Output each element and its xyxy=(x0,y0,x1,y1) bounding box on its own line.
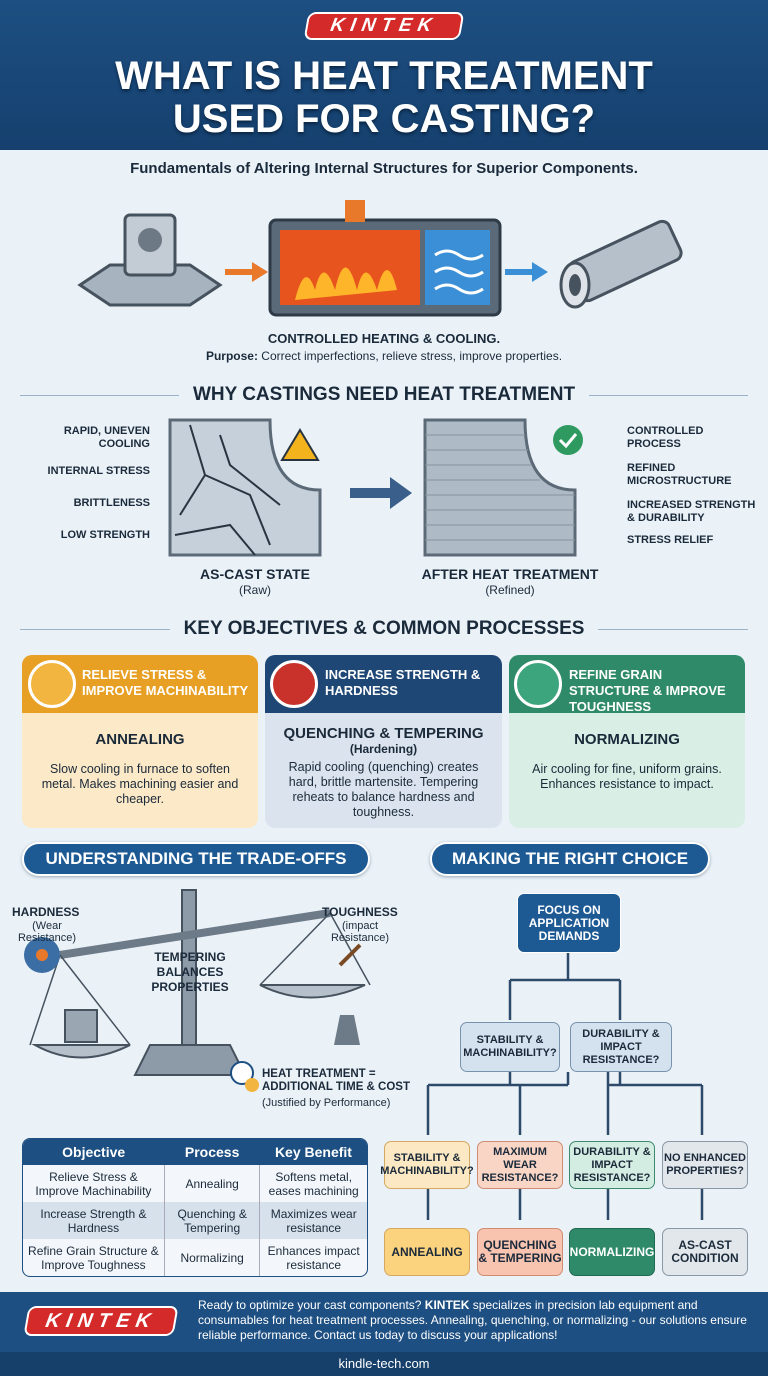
objectives-heading-text: KEY OBJECTIVES & COMMON PROCESSES xyxy=(169,618,599,639)
flow-result-normalizing: NORMALIZING xyxy=(569,1228,655,1276)
flow-result-as-cast: AS-CAST CONDITION xyxy=(662,1228,748,1276)
flow-question-none: NO ENHANCED PROPERTIES? xyxy=(662,1141,748,1189)
card-description: Air cooling for fine, uniform grains. En… xyxy=(532,762,722,791)
cost-label: HEAT TREATMENT = ADDITIONAL TIME & COST xyxy=(262,1068,411,1093)
as-cast-sub: (Raw) xyxy=(239,583,271,597)
flowchart-connectors xyxy=(426,952,704,1220)
toughness-sub: (impact Resistance) xyxy=(330,920,390,944)
stress-spring-icon xyxy=(28,660,76,708)
warning-icon xyxy=(280,428,320,461)
table-cell: Relieve Stress & Improve Machinability xyxy=(35,1169,152,1198)
arrow-icon xyxy=(390,477,412,509)
card-process-name: NORMALIZING xyxy=(574,731,680,748)
card-process-name: QUENCHING & TEMPERING xyxy=(283,725,484,742)
microstructure-illustration xyxy=(168,418,583,557)
card-normalizing: REFINE GRAIN STRUCTURE & IMPROVE TOUGHNE… xyxy=(509,655,745,828)
table-row: Refine Grain Structure & Improve Toughne… xyxy=(23,1239,367,1276)
purpose-label: Purpose: xyxy=(205,349,258,363)
label-refined-microstructure: REFINED MICROSTRUCTURE xyxy=(627,462,732,487)
coin-icon xyxy=(245,1078,259,1092)
label-low-strength: LOW STRENGTH xyxy=(60,529,150,541)
objectives-heading: KEY OBJECTIVES & COMMON PROCESSES xyxy=(0,618,768,640)
weight-icon xyxy=(334,1015,360,1045)
table-header: Objective xyxy=(23,1139,165,1165)
footer-text-1: Ready to optimize your cast components? xyxy=(198,1298,425,1312)
flow-node-durability: DURABILITY & IMPACT RESISTANCE? xyxy=(570,1022,672,1072)
tempering-label: TEMPERING BALANCES PROPERTIES xyxy=(151,950,229,994)
as-cast-block xyxy=(168,418,322,557)
table-cell: Softens metal, eases machining xyxy=(259,1165,367,1202)
flow-question-stability: STABILITY & MACHINABILITY? xyxy=(380,1141,474,1189)
footer-brand: KINTEK xyxy=(424,1298,470,1312)
footer-text-2: specializes in precision lab equipment a… xyxy=(198,1298,747,1342)
as-cast-labels: RAPID, UNEVEN COOLING INTERNAL STRESS BR… xyxy=(30,425,150,542)
why-heading: WHY CASTINGS NEED HEAT TREATMENT xyxy=(0,384,768,406)
label-internal-stress: INTERNAL STRESS xyxy=(47,465,150,477)
label-increased-strength: INCREASED STRENGTH & DURABILITY xyxy=(627,499,756,524)
after-sub: (Refined) xyxy=(485,583,535,597)
casting-part-icon xyxy=(77,213,223,307)
why-heading-text: WHY CASTINGS NEED HEAT TREATMENT xyxy=(178,384,590,405)
flow-node-stability: STABILITY & MACHINABILITY? xyxy=(460,1022,560,1072)
footer-url-link[interactable]: kindle-tech.com xyxy=(0,1352,768,1376)
as-cast-caption: AS-CAST STATE xyxy=(200,566,310,582)
flow-result-annealing: ANNEALING xyxy=(384,1228,470,1276)
pipe-icon xyxy=(559,219,683,309)
page-title-line-2: USED FOR CASTING? xyxy=(172,97,596,141)
table-cell: Annealing xyxy=(163,1165,260,1202)
table-header: Process xyxy=(164,1139,260,1165)
table-header: Key Benefit xyxy=(259,1139,367,1165)
clock-icon xyxy=(230,1061,254,1085)
kintek-logo: KINTEK xyxy=(303,12,465,40)
table-cell: Normalizing xyxy=(163,1239,260,1276)
table-cell: Refine Grain Structure & Improve Toughne… xyxy=(28,1243,159,1272)
cost-sub: (Justified by Performance) xyxy=(262,1097,391,1109)
footer-text: Ready to optimize your cast components? … xyxy=(198,1298,758,1343)
subtitle: Fundamentals of Altering Internal Struct… xyxy=(130,160,638,177)
label-controlled-process: CONTROLLED PROCESS xyxy=(627,425,704,450)
balance-scale-illustration xyxy=(24,889,371,1092)
checkmark-icon xyxy=(553,425,583,455)
hardness-sub: (Wear Resistance) xyxy=(17,920,77,944)
process-purpose: Purpose: Correct imperfections, relieve … xyxy=(0,349,768,363)
label-rapid-cooling: RAPID, UNEVEN COOLING xyxy=(63,425,150,450)
process-illustration xyxy=(77,200,683,317)
flow-question-durability: DURABILITY & IMPACT RESISTANCE? xyxy=(569,1141,655,1189)
flow-question-wear: MAXIMUM WEAR RESISTANCE? xyxy=(477,1141,563,1189)
hardness-label: HARDNESS xyxy=(12,905,80,919)
card-description: Slow cooling in furnace to soften metal.… xyxy=(41,762,239,806)
label-stress-relief: STRESS RELIEF xyxy=(627,534,714,546)
flow-result-quenching: QUENCHING & TEMPERING xyxy=(477,1228,563,1276)
tradeoffs-heading: UNDERSTANDING THE TRADE-OFFS xyxy=(22,842,370,876)
hammer-wrench-icon xyxy=(270,660,318,708)
page-title-line-1: WHAT IS HEAT TREATMENT xyxy=(115,54,653,98)
furnace-icon xyxy=(268,200,502,317)
footer-kintek-logo: KINTEK xyxy=(23,1306,179,1336)
refined-block xyxy=(423,418,577,557)
label-brittleness: BRITTLENESS xyxy=(73,497,150,509)
table-cell: Enhances impact resistance xyxy=(259,1239,367,1276)
table-cell: Quenching & Tempering xyxy=(163,1202,260,1239)
table-row: Relieve Stress & Improve Machinability An… xyxy=(23,1165,367,1202)
card-description: Rapid cooling (quenching) creates hard, … xyxy=(288,760,479,819)
table-cell: Increase Strength & Hardness xyxy=(23,1202,165,1239)
grain-structure-icon xyxy=(514,660,562,708)
process-heading: CONTROLLED HEATING & COOLING. xyxy=(267,331,501,346)
table-cell: Maximizes wear resistance xyxy=(259,1202,367,1239)
flow-root-node: FOCUS ON APPLICATION DEMANDS xyxy=(517,893,621,953)
after-labels: CONTROLLED PROCESS REFINED MICROSTRUCTUR… xyxy=(627,425,757,547)
choice-heading: MAKING THE RIGHT CHOICE xyxy=(430,842,710,876)
purpose-text: Correct imperfections, relieve stress, i… xyxy=(257,349,563,363)
after-caption: AFTER HEAT TREATMENT xyxy=(421,566,599,582)
cube-icon xyxy=(64,1009,98,1043)
card-process-sub: (Hardening) xyxy=(349,742,418,756)
card-process-name: ANNEALING xyxy=(95,731,185,748)
toughness-label: TOUGHNESS xyxy=(322,905,398,919)
hammer-icon xyxy=(338,943,362,967)
